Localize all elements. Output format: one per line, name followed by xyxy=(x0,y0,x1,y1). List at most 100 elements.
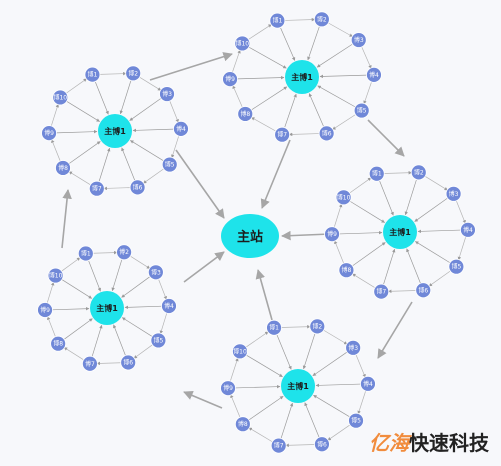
satellite-label: 博4 xyxy=(369,71,379,79)
spoke-edge xyxy=(130,140,164,162)
satellite-node xyxy=(116,244,132,261)
satellite-node xyxy=(415,282,432,299)
satellite-node xyxy=(150,332,167,349)
satellite-node xyxy=(159,86,175,102)
ring-edge xyxy=(158,278,167,300)
satellite-node xyxy=(129,179,146,196)
cluster-link-arrow xyxy=(255,269,273,321)
satellite-node xyxy=(55,160,71,176)
satellite-node xyxy=(348,412,364,429)
satellite-node xyxy=(366,67,382,83)
satellite-label: 博9 xyxy=(44,129,54,137)
satellite-label: 博9 xyxy=(40,306,50,314)
ring-edge xyxy=(103,186,131,191)
main-edges xyxy=(61,52,413,409)
ring-edge xyxy=(349,177,372,194)
satellite-label: 博2 xyxy=(312,322,322,330)
spoke-edge xyxy=(319,74,367,79)
satellite-label: 博5 xyxy=(451,263,461,271)
ring-edge xyxy=(387,289,417,294)
spoke-edge xyxy=(250,86,288,111)
spoke-edge xyxy=(98,147,111,183)
ring-edge xyxy=(171,135,180,159)
ring-edge xyxy=(230,394,241,418)
satellite-label: 博2 xyxy=(119,248,129,256)
ring-edge xyxy=(284,17,316,22)
satellite-label: 博1 xyxy=(269,324,279,332)
satellite-node xyxy=(88,180,105,197)
satellite-node xyxy=(37,302,53,318)
spoke-edge xyxy=(315,383,361,388)
ring-edge xyxy=(251,117,277,132)
satellite-node xyxy=(220,380,236,397)
ring-edge xyxy=(51,139,61,162)
cluster-link-arrow xyxy=(377,301,413,359)
spoke-edge xyxy=(339,230,383,235)
satellite-label: 博5 xyxy=(357,107,367,115)
satellite-node xyxy=(350,32,367,48)
satellite-node xyxy=(82,355,98,372)
hub-node xyxy=(383,215,417,249)
spoke-edge xyxy=(91,324,103,358)
main-site: 主站 xyxy=(221,214,279,258)
spoke-edge xyxy=(304,402,320,438)
spoke-edge xyxy=(235,384,281,389)
ring-edge xyxy=(327,22,353,37)
ring-edge xyxy=(285,443,315,448)
ring-edge xyxy=(63,347,85,361)
satellite-node xyxy=(41,125,57,141)
satellite-node xyxy=(410,164,427,181)
satellite-node xyxy=(338,262,355,279)
spoke-edge xyxy=(121,147,136,182)
ring-edge xyxy=(332,114,357,130)
ring-edge xyxy=(247,24,272,40)
ring-edge xyxy=(323,329,348,345)
spoke-edge xyxy=(63,318,93,340)
ring-edge xyxy=(229,357,239,382)
satellite-label: 博10 xyxy=(49,272,63,280)
ring-edge xyxy=(424,175,448,191)
ring-edge xyxy=(281,324,311,329)
spoke-edge xyxy=(406,248,421,284)
ring-edge xyxy=(68,171,92,186)
ring-edge xyxy=(363,81,373,105)
ring-edge xyxy=(288,132,320,137)
satellite-node xyxy=(266,319,282,336)
cluster-link-arrow xyxy=(149,52,233,81)
cluster-link-arrow xyxy=(281,230,331,241)
satellite-node xyxy=(318,125,335,142)
spoke-edge xyxy=(121,317,153,337)
satellite-node xyxy=(47,267,64,284)
spoke-edge xyxy=(302,332,316,370)
cluster-link-arrow xyxy=(183,390,223,409)
hub-label: 主博1 xyxy=(104,126,126,136)
satellite-label: 博1 xyxy=(372,170,382,178)
ring-edge xyxy=(355,354,366,378)
spoke-edge xyxy=(313,394,351,418)
hub-label: 主博1 xyxy=(96,303,118,313)
spoke-edge xyxy=(237,75,285,80)
ring-edge xyxy=(61,257,81,272)
spoke-edge xyxy=(129,97,162,121)
satellite-label: 博10 xyxy=(235,39,249,47)
cluster-link-arrow xyxy=(61,189,72,249)
ring-edge xyxy=(428,270,451,287)
satellite-label: 博6 xyxy=(322,129,332,137)
spoke-edge xyxy=(121,276,151,298)
satellite-node xyxy=(353,102,370,119)
satellite-node xyxy=(314,436,330,453)
satellite-node xyxy=(234,416,251,433)
ring-edge xyxy=(248,427,273,443)
hub-node xyxy=(90,291,124,325)
ring-edge xyxy=(47,316,56,338)
ring-edge xyxy=(65,78,88,94)
spoke-edge xyxy=(351,242,386,267)
satellite-label: 博4 xyxy=(176,125,186,133)
satellite-label: 博2 xyxy=(317,15,327,23)
spoke-edge xyxy=(383,248,396,286)
ring-edge xyxy=(138,76,162,91)
